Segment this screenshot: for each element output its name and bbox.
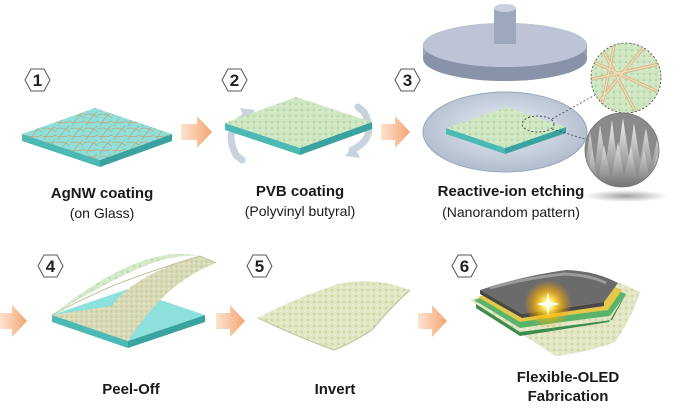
step-6: 6 Flexible-OLED Fabrication (451, 254, 640, 405)
step-6-title: Flexible-OLED (517, 369, 620, 386)
step-2-badge: 2 (221, 68, 248, 92)
step-3-number: 3 (403, 71, 412, 90)
step-3-title: Reactive-ion etching (438, 183, 585, 200)
step-6-subtitle: Fabrication (528, 388, 609, 405)
step-2-number: 2 (230, 71, 239, 90)
step-6-number: 6 (460, 257, 469, 276)
step-1-subtitle: (on Glass) (70, 205, 135, 221)
step-5-title: Invert (315, 381, 356, 398)
step-3-subtitle: (Nanorandom pattern) (442, 204, 580, 220)
step-3-badge: 3 (394, 68, 421, 92)
agnw-glass-substrate (22, 108, 172, 167)
step-2-subtitle: (Polyvinyl butyral) (245, 203, 355, 219)
inverted-film (257, 281, 411, 351)
step-5-number: 5 (255, 257, 264, 276)
step-3: 3 Reactive-ion etching (Nanorandom patte… (394, 4, 668, 220)
step-2-title: PVB coating (256, 183, 344, 200)
step-5-badge: 5 (246, 254, 273, 278)
step-1-title: AgNW coating (51, 185, 154, 202)
arrow-step-3-to-4 (0, 305, 27, 337)
zoom-nanorandom-inset (584, 112, 668, 202)
step-5: 5 Invert (246, 254, 411, 398)
step-1-number: 1 (33, 71, 42, 90)
step-2: 2 PVB coating (Polyvinyl butyral) (221, 68, 373, 219)
arrow-step-1-to-2 (181, 116, 212, 148)
rotation-arrow-right (345, 103, 373, 158)
zoom-nanowire-inset (590, 42, 662, 114)
arrow-step-2-to-3 (381, 116, 410, 148)
step-6-badge: 6 (451, 254, 478, 278)
step-4-number: 4 (46, 257, 56, 276)
step-1: 1 AgNW coating (on Glass) (22, 68, 172, 221)
arrow-step-4-to-5 (216, 305, 245, 337)
flexible-oled-device (470, 270, 640, 356)
step-4: 4 Peel-Off (37, 254, 217, 398)
step-4-title: Peel-Off (102, 381, 161, 398)
etched-substrate (446, 94, 596, 154)
peeling-film (51, 254, 217, 341)
pvb-coated-substrate (225, 97, 372, 155)
step-1-badge: 1 (24, 68, 51, 92)
step-4-badge: 4 (37, 254, 64, 278)
arrow-step-5-to-6 (418, 305, 447, 337)
